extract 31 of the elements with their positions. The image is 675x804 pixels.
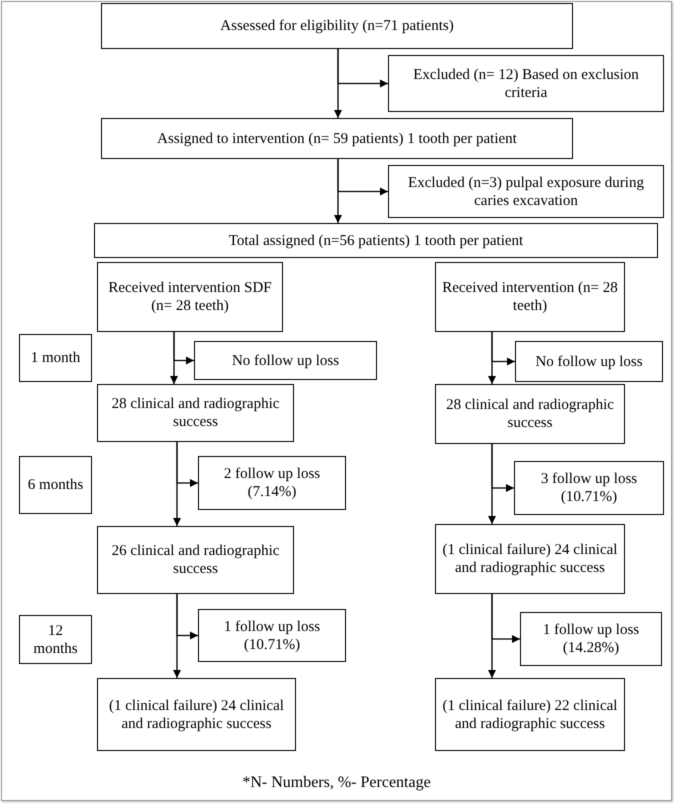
flow-box: (1 clinical failure) 22 clinical and radiographic success: [435, 678, 625, 751]
timepoint-box: 1 month: [19, 334, 92, 382]
flow-box: No follow up loss: [194, 341, 377, 380]
flow-box: Excluded (n= 12) Based on exclusion criteria: [388, 55, 664, 112]
flow-box: 26 clinical and radiographic success: [97, 526, 294, 594]
arrow: [337, 159, 388, 196]
arrow: [491, 332, 515, 366]
flow-box: Assigned to intervention (n= 59 patients) 1 tooth per patient: [101, 118, 573, 159]
timepoint-box: 12 months: [19, 615, 92, 664]
flow-box: (1 clinical failure) 24 clinical and radiographic success: [435, 524, 625, 594]
flow-box: 2 follow up loss (7.14%): [198, 456, 346, 510]
flow-box: Assessed for eligibility (n=71 patients): [101, 3, 573, 49]
flow-box: No follow up loss: [515, 341, 663, 382]
flow-box: Received intervention (n= 28 teeth): [435, 262, 625, 332]
arrow: [337, 49, 388, 88]
caption: *N- Numbers, %- Percentage: [242, 774, 431, 792]
arrow: [176, 442, 198, 487]
flow-box: (1 clinical failure) 24 clinical and radiographic success: [97, 678, 296, 751]
arrow: [173, 332, 194, 364]
arrow: [491, 594, 520, 643]
flow-box: 28 clinical and radiographic success: [435, 384, 625, 444]
timepoint-box: 6 months: [19, 456, 92, 514]
flow-box: 28 clinical and radiographic success: [97, 384, 294, 442]
flow-box: 1 follow up loss (10.71%): [198, 609, 346, 662]
flow-box: 3 follow up loss (10.71%): [514, 461, 664, 515]
flow-box: Excluded (n=3) pulpal exposure during caries excavation: [388, 165, 664, 218]
arrow: [491, 444, 514, 492]
flow-box: 1 follow up loss (14.28%): [520, 612, 662, 666]
arrow: [176, 594, 198, 640]
flow-box: Total assigned (n=56 patients) 1 tooth per patient: [94, 223, 658, 258]
flow-box: Received intervention SDF (n= 28 teeth): [97, 262, 283, 332]
